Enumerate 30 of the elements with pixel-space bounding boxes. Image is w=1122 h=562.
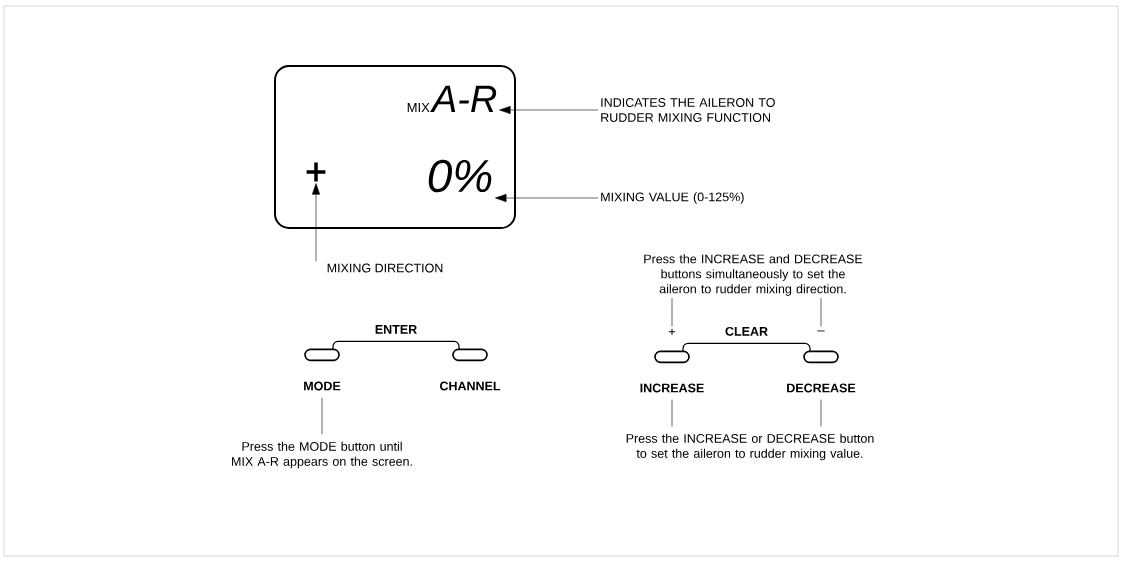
display-value: 0%	[428, 159, 492, 193]
edge-label: CLEAR	[724, 325, 770, 337]
leader-line	[321, 397, 323, 435]
node-label: INCREASE	[640, 383, 704, 393]
node-label: –	[817, 330, 825, 332]
leader-line	[671, 297, 673, 327]
direction-symbol: +	[306, 162, 326, 182]
callout-text: INDICATES THE AILERON TO RUDDER MIXING FUNCTION	[601, 98, 775, 122]
leader-line	[671, 399, 673, 427]
instruction-text: Press the INCREASE and DECREASE buttons simultaneously to set the aileron to rudder mixing direction.	[644, 254, 863, 296]
arrow	[495, 194, 599, 202]
bracket-line	[682, 342, 811, 352]
node-label: DECREASE	[787, 383, 856, 393]
callout-text: MIXING VALUE (0-125%)	[601, 192, 744, 204]
arrow	[312, 183, 320, 262]
push-button: MODE	[304, 348, 341, 391]
leader-line	[820, 297, 822, 327]
leader-line	[820, 399, 822, 427]
instruction-text: Press the MODE button until MIX A-R appears on the screen.	[232, 441, 412, 469]
arrow	[499, 106, 599, 114]
node-label: MODE	[304, 381, 341, 391]
push-button: CHANNEL	[439, 348, 501, 391]
instruction-text: Press the INCREASE or DECREASE button to set the aileron to rudder mixing value.	[626, 433, 874, 461]
node-label: +	[668, 328, 676, 335]
push-button: DECREASE –	[787, 330, 856, 393]
callout-text: MIXING DIRECTION	[327, 263, 443, 273]
lcd-screen	[274, 65, 516, 229]
node-label: CHANNEL	[439, 381, 501, 391]
push-button: INCREASE +	[640, 328, 704, 393]
edge-label: ENTER	[373, 324, 419, 335]
